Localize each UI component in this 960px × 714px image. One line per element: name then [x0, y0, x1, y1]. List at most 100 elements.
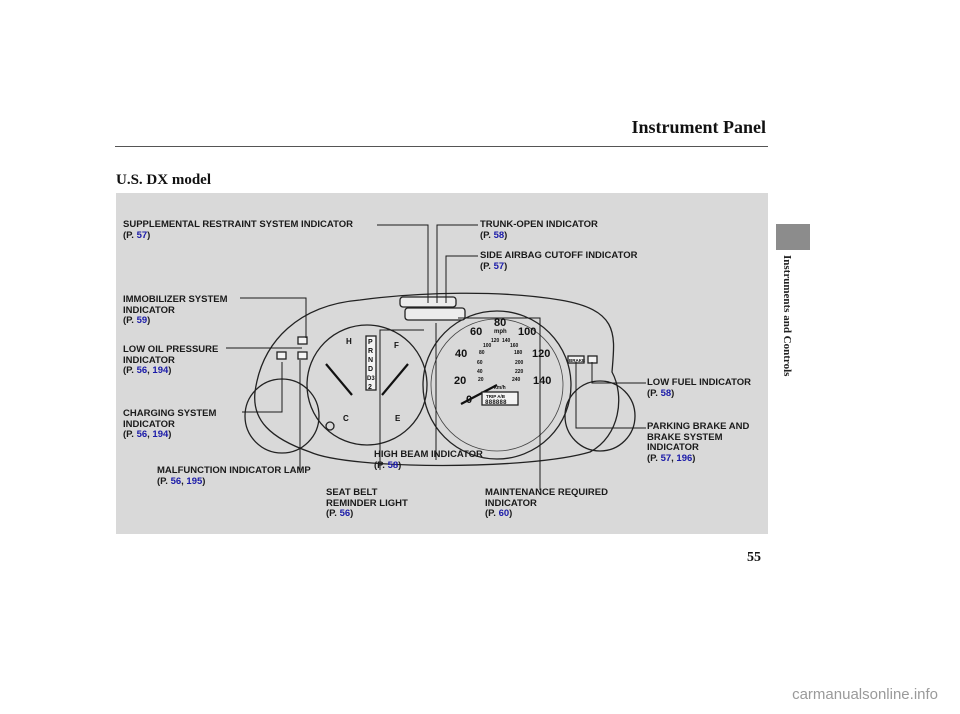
page-reference: (P. 57): [123, 229, 353, 242]
reference-suffix: ): [202, 475, 206, 487]
callout-trunk: TRUNK-OPEN INDICATOR(P. 58): [480, 219, 598, 241]
reference-separator: ,: [147, 365, 153, 376]
reference-suffix: ): [671, 387, 675, 399]
leader-srs: [377, 224, 429, 303]
brake-label: BRAKE: [569, 358, 585, 363]
page-reference-link[interactable]: 194: [152, 429, 169, 440]
reference-prefix: (P.: [374, 459, 388, 471]
reference-prefix: (P.: [480, 260, 494, 272]
page-reference-link[interactable]: 56: [136, 365, 148, 376]
leader-seatbelt: [379, 329, 424, 470]
temp-hot-label: H: [346, 337, 352, 346]
reference-suffix: ): [504, 260, 508, 272]
page-reference-link[interactable]: 56: [339, 508, 351, 519]
speedometer-dial: [422, 310, 572, 460]
callout-line: IMMOBILIZER SYSTEM: [123, 294, 228, 305]
mph-140: 140: [533, 375, 551, 387]
mph-60: 60: [470, 326, 482, 338]
kmh-240: 240: [512, 377, 521, 383]
leader-side-airbag: [445, 255, 478, 303]
page-reference: (P. 59): [123, 315, 228, 327]
callout-line: SIDE AIRBAG CUTOFF INDICATOR: [480, 250, 638, 261]
reference-prefix: (P.: [123, 229, 137, 241]
callout-line: LOW FUEL INDICATOR: [647, 377, 751, 388]
callout-line: SUPPLEMENTAL RESTRAINT SYSTEM INDICATOR: [123, 219, 353, 230]
page-reference-link[interactable]: 58: [493, 229, 505, 241]
watermark: carmanualsonline.info: [792, 686, 938, 703]
leader-immobilizer: [240, 297, 307, 338]
kmh-120: 120: [491, 338, 500, 344]
reference-separator: ,: [671, 452, 677, 464]
callout-side-airbag: SIDE AIRBAG CUTOFF INDICATOR(P. 57): [480, 250, 638, 272]
callout-line: MAINTENANCE REQUIRED: [485, 487, 608, 498]
side-tab-label: Instruments and Controls: [781, 255, 793, 377]
callout-line: TRUNK-OPEN INDICATOR: [480, 219, 598, 230]
page-reference-link[interactable]: 57: [136, 229, 148, 241]
reference-suffix: ): [168, 365, 172, 376]
page-reference-link[interactable]: 57: [493, 260, 505, 272]
page-reference-link[interactable]: 58: [387, 459, 399, 471]
reference-separator: ,: [181, 475, 187, 487]
reference-separator: ,: [147, 429, 153, 440]
reference-suffix: ): [168, 429, 172, 440]
page-reference: (P. 58): [374, 459, 483, 472]
gear-d3: D3: [367, 376, 375, 382]
kmh-160: 160: [510, 343, 519, 349]
reference-suffix: ): [504, 229, 508, 241]
reference-suffix: ): [398, 459, 402, 471]
page-reference: (P. 58): [647, 387, 751, 400]
leader-charging: [242, 362, 283, 413]
callout-line: INDICATOR: [123, 304, 175, 316]
page-reference-link[interactable]: 59: [136, 315, 148, 326]
gear-d: D: [368, 366, 373, 373]
callout-line: MALFUNCTION INDICATOR LAMP: [157, 465, 311, 476]
mph-20: 20: [454, 375, 466, 387]
mph-80: 80: [494, 317, 506, 329]
kmh-180: 180: [514, 350, 523, 356]
reference-suffix: ): [692, 452, 696, 464]
callout-line: INDICATOR: [123, 418, 175, 430]
title-rule: [115, 146, 768, 147]
gear-p: P: [368, 339, 373, 346]
leader-brake: [575, 362, 646, 429]
gear-n: N: [368, 357, 373, 364]
page-reference-link[interactable]: 194: [152, 365, 169, 376]
reference-suffix: ): [147, 315, 151, 326]
page-title: Instrument Panel: [631, 117, 767, 137]
gear-r: R: [368, 348, 373, 355]
page-reference-link[interactable]: 57: [660, 452, 672, 464]
callout-malfunction: MALFUNCTION INDICATOR LAMP(P. 56, 195): [157, 465, 311, 487]
model-heading: U.S. DX model: [116, 172, 212, 188]
page-reference-link[interactable]: 195: [186, 475, 203, 487]
page-reference-link[interactable]: 56: [136, 429, 148, 440]
callout-line: INDICATOR: [647, 442, 699, 453]
page-reference-link[interactable]: 60: [498, 508, 510, 519]
reference-prefix: (P.: [647, 452, 661, 464]
page-reference: (P. 56, 194): [123, 365, 218, 377]
reference-suffix: ): [147, 229, 151, 241]
trip-label: TRIP A/B: [486, 394, 506, 399]
odometer-digits: 888888: [485, 399, 507, 406]
page-reference-link[interactable]: 196: [676, 452, 693, 464]
reference-prefix: (P.: [326, 508, 340, 519]
indicator-strip: [404, 307, 466, 321]
reference-suffix: ): [350, 508, 354, 519]
page-reference-link[interactable]: 56: [170, 475, 182, 487]
kmh-unit: km/h: [494, 385, 506, 391]
kmh-60: 60: [477, 360, 483, 366]
reference-prefix: (P.: [123, 365, 137, 376]
callout-line: BRAKE SYSTEM: [647, 431, 723, 443]
callout-highbeam: HIGH BEAM INDICATOR(P. 58): [374, 449, 483, 472]
callout-line: REMINDER LIGHT: [326, 497, 408, 509]
gear-2: 2: [368, 384, 372, 391]
instrument-cluster-figure: [116, 193, 768, 534]
kmh-100: 100: [483, 343, 492, 349]
page-reference-link[interactable]: 58: [660, 387, 672, 399]
page-reference: (P. 56): [326, 508, 408, 520]
page-number: 55: [747, 550, 761, 565]
reference-prefix: (P.: [485, 508, 499, 519]
page-reference: (P. 60): [485, 508, 608, 520]
